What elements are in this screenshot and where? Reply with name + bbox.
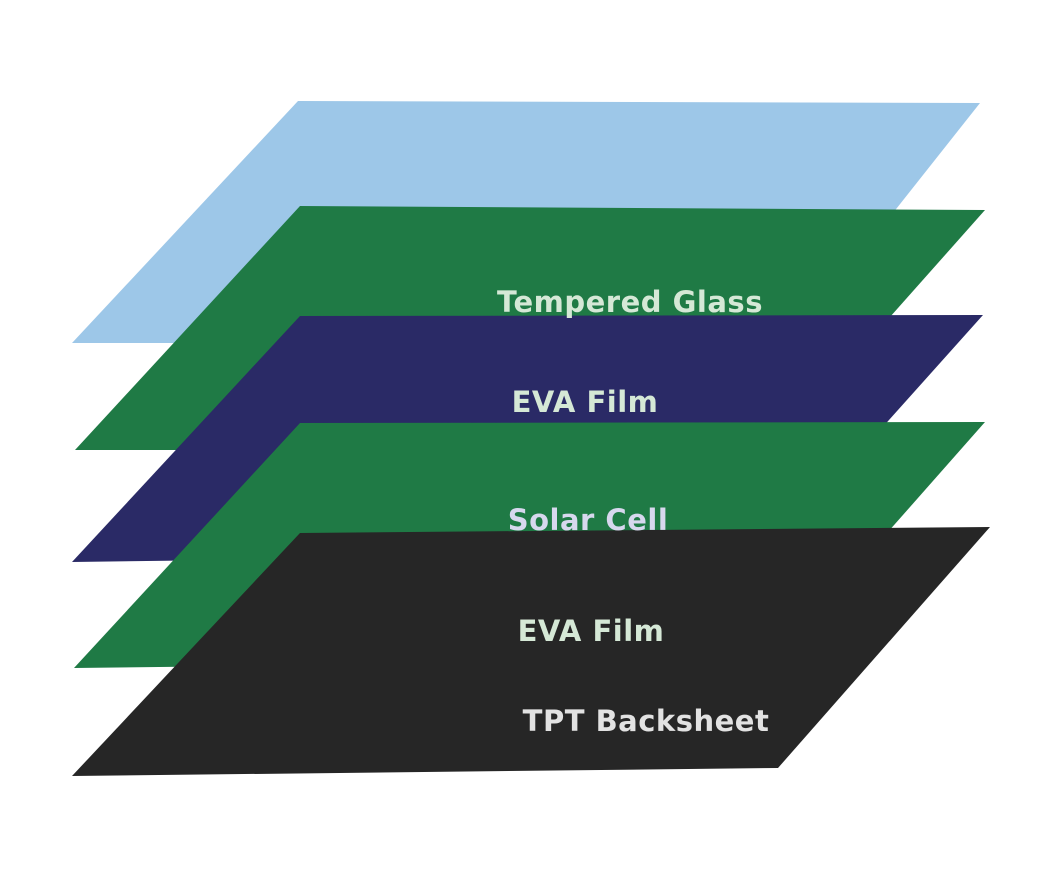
eva-film-bottom-label: EVA Film bbox=[518, 614, 665, 648]
tpt-backsheet-layer-sheet bbox=[72, 527, 990, 776]
tempered-glass-label: Tempered Glass bbox=[497, 285, 763, 319]
eva-film-top-label: EVA Film bbox=[512, 385, 659, 419]
tpt-backsheet-label: TPT Backsheet bbox=[523, 704, 770, 738]
solar-cell-label: Solar Cell bbox=[508, 503, 669, 537]
